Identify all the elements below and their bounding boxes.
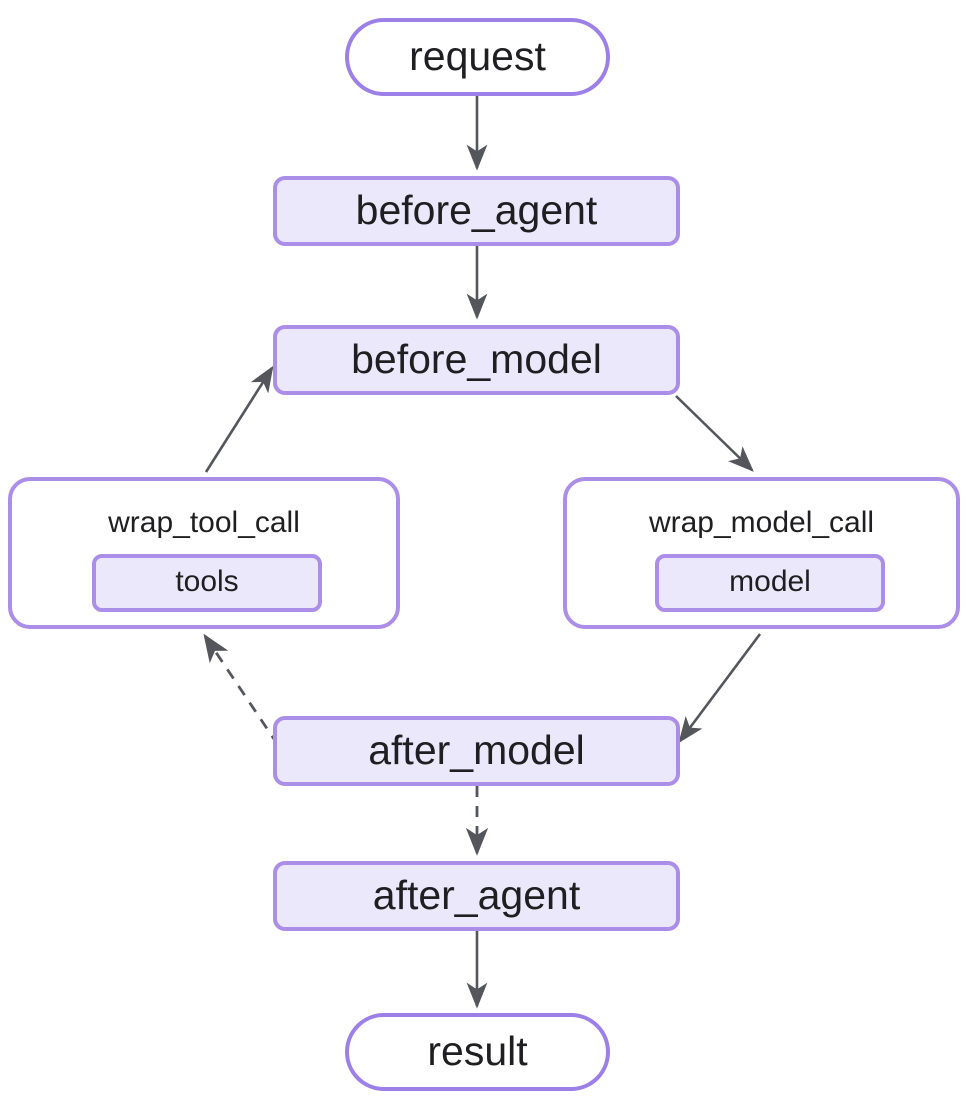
node-model[interactable]: model	[655, 554, 885, 612]
node-before-model-label: before_model	[351, 335, 602, 382]
subgraph-wrap-tool-call[interactable]: wrap_tool_call tools	[8, 477, 400, 629]
node-after-model[interactable]: after_model	[273, 716, 680, 786]
node-tools-label: tools	[175, 565, 239, 598]
subgraph-wrap-model-call[interactable]: wrap_model_call model	[563, 477, 960, 629]
subgraph-wrap-tool-call-label: wrap_tool_call	[108, 506, 300, 539]
edge-after-model-to-wrap-tool-call	[203, 633, 280, 746]
node-after-model-label: after_model	[368, 726, 585, 773]
node-result[interactable]: result	[345, 1013, 610, 1091]
node-request[interactable]: request	[345, 18, 610, 96]
node-request-label: request	[409, 32, 546, 79]
node-after-agent-label: after_agent	[372, 871, 581, 918]
node-before-model[interactable]: before_model	[273, 325, 680, 395]
node-result-label: result	[427, 1027, 528, 1074]
subgraph-wrap-model-call-label: wrap_model_call	[648, 506, 875, 539]
edge-before-model-to-wrap-model-call	[675, 395, 754, 472]
node-model-label: model	[729, 565, 811, 598]
node-before-agent-label: before_agent	[355, 186, 598, 233]
edge-wrap-model-call-to-after-model	[678, 633, 762, 744]
node-tools[interactable]: tools	[92, 554, 322, 612]
node-after-agent[interactable]: after_agent	[273, 861, 680, 931]
edge-wrap-tool-call-to-before-model	[204, 365, 274, 473]
node-before-agent[interactable]: before_agent	[273, 176, 680, 246]
